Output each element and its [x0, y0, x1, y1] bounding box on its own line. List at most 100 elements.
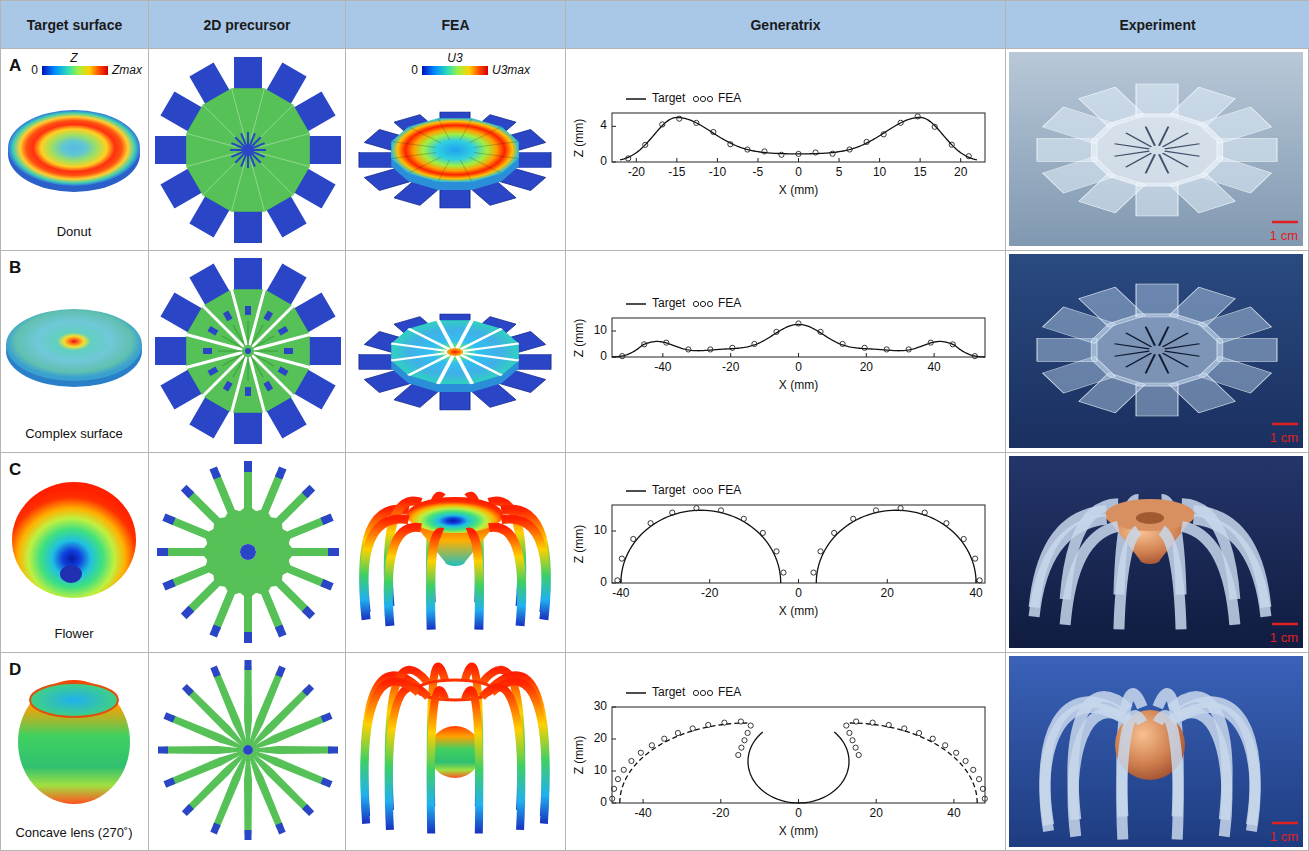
- header-cell: Experiment: [1005, 0, 1309, 49]
- fea-point: [864, 139, 869, 144]
- header-text: Target surface: [27, 17, 122, 33]
- fea-point: [708, 347, 713, 352]
- spoke: [244, 755, 252, 840]
- legend-line: [626, 98, 646, 100]
- fea-point: [738, 719, 743, 724]
- spoke-body: [244, 755, 252, 834]
- slit: [1126, 333, 1151, 347]
- spoke: [210, 665, 250, 747]
- slit: [254, 334, 310, 349]
- tick-mark: [876, 799, 877, 803]
- grid-line: [148, 0, 149, 851]
- legend-text: FEA: [718, 484, 741, 498]
- precursor-pad: [208, 326, 219, 336]
- petal-tip: [320, 579, 333, 591]
- fea-leg: [465, 690, 479, 833]
- petal-body: [252, 512, 329, 558]
- generatrix-plot: [610, 690, 988, 803]
- slit: [230, 149, 244, 151]
- tick-label: 30: [594, 700, 607, 714]
- axis-title: Z (mm): [573, 318, 587, 357]
- scale-label: 1 cm: [1270, 229, 1298, 244]
- fea-point: [730, 345, 735, 350]
- fea-sphere: [429, 726, 481, 778]
- target-curve: [816, 510, 976, 583]
- fea-point: [851, 516, 856, 521]
- tick-mark: [934, 353, 935, 357]
- spoke-tip: [210, 823, 220, 835]
- photo-background: [1009, 656, 1303, 847]
- header-text: Generatrix: [750, 17, 820, 33]
- slit: [222, 354, 243, 366]
- slit: [391, 141, 435, 147]
- tick-label: 40: [947, 807, 960, 821]
- slit: [469, 157, 502, 173]
- fea-point: [980, 786, 985, 791]
- fea-point: [611, 786, 616, 791]
- copper-cup-inner: [1136, 512, 1164, 524]
- slit: [474, 141, 518, 147]
- fea-cup-top: [407, 497, 503, 533]
- sample-lens: [1045, 694, 1255, 840]
- fea-point: [818, 549, 823, 554]
- fea-point: [930, 736, 935, 741]
- slit: [408, 127, 441, 143]
- fea-point: [916, 730, 921, 735]
- tick-label: 0: [795, 807, 802, 821]
- tick-mark: [662, 353, 663, 357]
- tick-label: 20: [860, 361, 873, 375]
- grid-line: [565, 0, 566, 851]
- fea-point: [854, 719, 859, 724]
- fea-point: [976, 777, 981, 782]
- tab: [1217, 138, 1277, 161]
- row-letter: C: [9, 460, 21, 480]
- sample-leg: [1073, 713, 1129, 837]
- slit: [218, 351, 242, 352]
- fea-point: [774, 329, 779, 334]
- legend-marker: [693, 690, 698, 695]
- fea-point: [741, 516, 746, 521]
- fea-leg: [364, 682, 418, 824]
- row-letter: D: [9, 660, 21, 680]
- slit: [1159, 327, 1168, 346]
- tick-mark: [920, 158, 921, 162]
- fea-point: [615, 777, 620, 782]
- header-cell: Target surface: [0, 0, 149, 49]
- surface-name: Donut: [57, 225, 92, 240]
- colorbar-title: Z: [70, 52, 77, 66]
- slit: [474, 153, 518, 159]
- legend-marker: [700, 96, 705, 101]
- slit: [1163, 353, 1188, 367]
- slit: [231, 289, 246, 345]
- fea-point: [973, 556, 978, 561]
- fea-leg: [431, 532, 443, 629]
- tick-label: 0: [600, 350, 607, 364]
- fea-point: [840, 341, 845, 346]
- fea-point: [748, 723, 753, 728]
- colorbar-min: 0: [31, 64, 38, 78]
- fea-leg: [389, 687, 428, 830]
- fea-point: [662, 736, 667, 741]
- fea-leg: [489, 527, 522, 626]
- precursor-flower: [157, 461, 339, 643]
- fea-tabs: [359, 314, 551, 410]
- slit: [186, 153, 236, 166]
- fea-point: [796, 151, 801, 156]
- fea-point: [813, 150, 818, 155]
- target-curve: [620, 117, 977, 159]
- fea-point: [915, 114, 920, 119]
- slit: [438, 160, 450, 182]
- axis-title: Z (mm): [573, 118, 587, 157]
- fea-point: [690, 726, 695, 731]
- fea-flower: [364, 496, 546, 629]
- sample-disk: [1091, 114, 1222, 186]
- slit: [1159, 154, 1168, 173]
- slit: [1114, 344, 1149, 349]
- slit: [1165, 351, 1200, 356]
- fea-point: [950, 342, 955, 347]
- slit: [203, 105, 240, 142]
- sample-leg: [1045, 708, 1121, 831]
